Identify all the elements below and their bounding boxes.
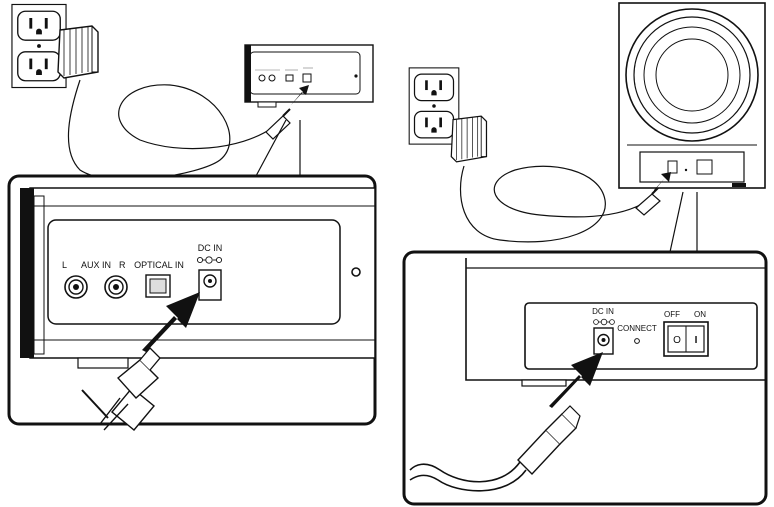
right-power-cord <box>460 166 640 242</box>
left-power-adapter <box>58 26 98 78</box>
off-label: OFF <box>664 310 680 319</box>
aux-right-jack <box>105 276 127 298</box>
dc-in-label: DC IN <box>198 243 223 253</box>
aux-in-label: AUX IN <box>81 260 111 270</box>
subwoofer-zoom-callout: DC IN CONNECT OFF ON O I <box>404 252 766 504</box>
optical-in-label: OPTICAL IN <box>134 260 184 270</box>
right-small-plug <box>636 186 660 215</box>
right-zoom-lines <box>670 192 697 252</box>
right-power-adapter <box>451 116 486 162</box>
on-label: ON <box>694 310 706 319</box>
left-power-cord <box>68 80 272 180</box>
aux-right-label: R <box>119 260 126 270</box>
soundbar-zoom-callout: L AUX IN R OPTICAL IN DC IN <box>9 176 375 430</box>
sub-dc-in-port <box>594 328 613 354</box>
power-switch <box>664 322 708 356</box>
subwoofer-small-view <box>619 3 765 188</box>
dc-in-port <box>199 270 221 300</box>
right-wall-outlet <box>409 68 459 144</box>
soundbar-small-view <box>245 45 373 107</box>
switch-on-symbol: I <box>695 335 698 346</box>
sub-dc-in-label: DC IN <box>592 307 614 316</box>
left-wall-outlet <box>12 4 66 87</box>
aux-left-jack <box>65 276 87 298</box>
switch-off-symbol: O <box>673 335 681 346</box>
connect-label: CONNECT <box>617 324 657 333</box>
aux-left-label: L <box>62 260 67 270</box>
optical-in-port <box>146 275 170 297</box>
